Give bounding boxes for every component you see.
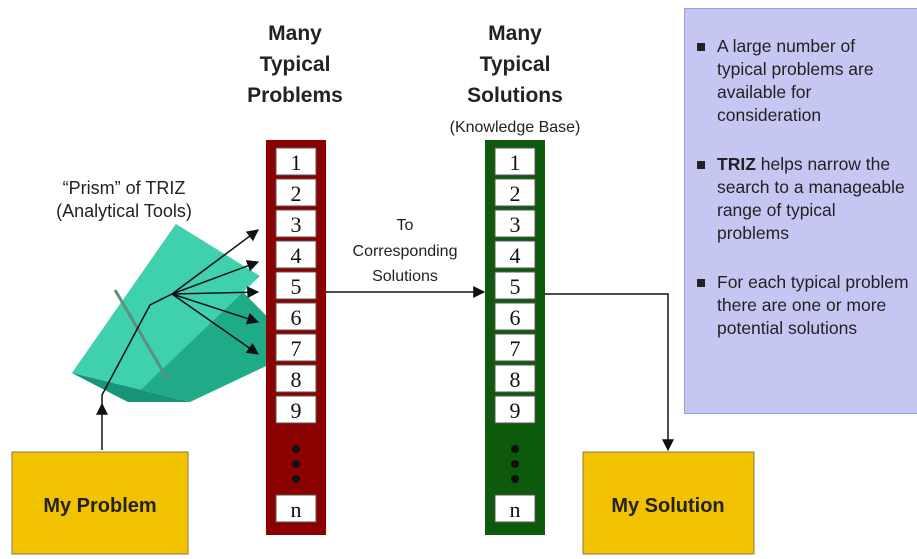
solutions-cell-label-5: 5 bbox=[510, 274, 521, 299]
solutions-cell-label-7: 7 bbox=[510, 336, 521, 361]
problems-cell-label-n: n bbox=[291, 497, 302, 522]
bullet-square-icon bbox=[697, 43, 705, 51]
info-bullet-2-text: TRIZ helps narrow the search to a manage… bbox=[717, 153, 909, 245]
solutions-cell-label-n: n bbox=[510, 497, 521, 522]
problems-cell-label-1: 1 bbox=[291, 150, 302, 175]
problems-heading-line3: Problems bbox=[247, 84, 343, 107]
my-solution-label: My Solution bbox=[611, 495, 724, 517]
prism-label-line1: “Prism” of TRIZ bbox=[63, 178, 186, 198]
info-bullet-1-text: A large number of typical problems are a… bbox=[717, 36, 874, 125]
solutions-cell-4 bbox=[494, 240, 536, 269]
solutions-heading-line2: Typical bbox=[480, 53, 551, 76]
my-problem-box: My Problem bbox=[11, 451, 189, 555]
bullet-square-icon bbox=[697, 279, 705, 287]
solutions-cell-8 bbox=[494, 364, 536, 393]
problems-cell-4 bbox=[275, 240, 317, 269]
problems-cell-label-5: 5 bbox=[291, 274, 302, 299]
solutions-cell-label-2: 2 bbox=[510, 181, 521, 206]
problems-cell-label-4: 4 bbox=[291, 243, 302, 268]
problems-cell-7 bbox=[275, 333, 317, 362]
problems-cell-6 bbox=[275, 302, 317, 331]
problems-cell-label-6: 6 bbox=[291, 305, 302, 330]
solutions-cell-label-9: 9 bbox=[510, 398, 521, 423]
problems-cell-label-7: 7 bbox=[291, 336, 302, 361]
solution-to-result-arrow bbox=[545, 293, 674, 452]
problems-cell-label-9: 9 bbox=[291, 398, 302, 423]
solutions-cell-label-6: 6 bbox=[510, 305, 521, 330]
problems-cell-label-2: 2 bbox=[291, 181, 302, 206]
problems-cell-label-8: 8 bbox=[291, 367, 302, 392]
prism-fan-arrows bbox=[171, 229, 260, 355]
arrow-label-line1: To bbox=[397, 217, 414, 234]
info-bullet-3: For each typical problem there are one o… bbox=[695, 271, 909, 340]
my-solution-box: My Solution bbox=[582, 451, 755, 555]
solutions-cell-5 bbox=[494, 271, 536, 300]
bullet-square-icon bbox=[697, 161, 705, 169]
problems-cell-8 bbox=[275, 364, 317, 393]
info-panel: A large number of typical problems are a… bbox=[684, 8, 917, 414]
solutions-heading-line3: Solutions bbox=[467, 84, 563, 107]
solutions-cell-7 bbox=[494, 333, 536, 362]
problems-cell-3 bbox=[275, 209, 317, 238]
info-bullet-1: A large number of typical problems are a… bbox=[695, 35, 909, 127]
solutions-cell-label-8: 8 bbox=[510, 367, 521, 392]
solutions-cell-label-3: 3 bbox=[510, 212, 521, 237]
info-bullet-3-text: For each typical problem there are one o… bbox=[717, 272, 909, 338]
prism-label-line2: (Analytical Tools) bbox=[56, 201, 192, 221]
problems-heading-line2: Typical bbox=[260, 53, 331, 76]
solutions-cell-9 bbox=[494, 395, 536, 424]
problems-cell-9 bbox=[275, 395, 317, 424]
solutions-cell-1 bbox=[494, 147, 536, 176]
info-bullet-2-rest: helps narrow the search to a manageable … bbox=[717, 154, 905, 243]
problems-cell-n bbox=[275, 494, 317, 523]
arrow-label-line3: Solutions bbox=[372, 268, 438, 285]
solutions-cell-6 bbox=[494, 302, 536, 331]
solutions-cell-3 bbox=[494, 209, 536, 238]
solutions-cell-n bbox=[494, 494, 536, 523]
problems-cell-label-3: 3 bbox=[291, 212, 302, 237]
arrow-label-line2: Corresponding bbox=[353, 243, 458, 260]
info-bullet-2: TRIZ helps narrow the search to a manage… bbox=[695, 153, 909, 245]
info-bullet-2-strong: TRIZ bbox=[717, 154, 756, 174]
solutions-cell-label-1: 1 bbox=[510, 150, 521, 175]
solutions-cell-2 bbox=[494, 178, 536, 207]
solutions-subheading: (Knowledge Base) bbox=[450, 119, 581, 136]
solutions-column: 1 2 3 4 5 6 7 8 9 n bbox=[485, 140, 545, 535]
problems-cell-2 bbox=[275, 178, 317, 207]
solutions-heading-line1: Many bbox=[488, 22, 542, 45]
my-problem-label: My Problem bbox=[43, 495, 156, 517]
problems-column: 1 2 3 4 5 6 7 8 9 n bbox=[266, 140, 326, 535]
problems-heading-line1: Many bbox=[268, 22, 322, 45]
solutions-cell-label-4: 4 bbox=[510, 243, 521, 268]
problems-cell-5 bbox=[275, 271, 317, 300]
prism-shape bbox=[72, 224, 300, 402]
problems-cell-1 bbox=[275, 147, 317, 176]
